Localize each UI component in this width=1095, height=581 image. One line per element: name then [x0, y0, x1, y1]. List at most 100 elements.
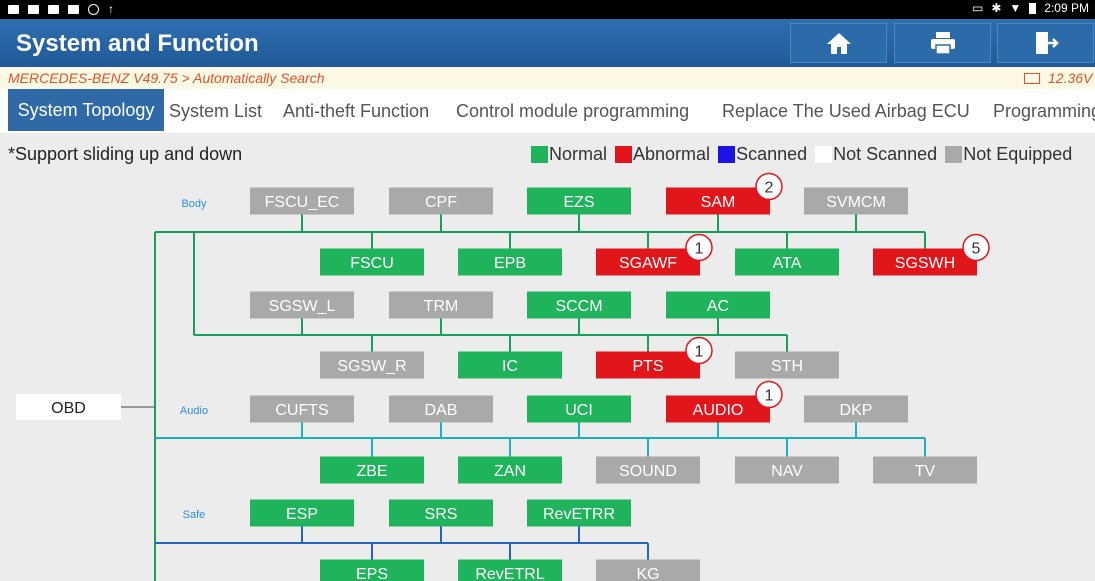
- module-label: IC: [502, 358, 518, 375]
- tab-system-topology[interactable]: System Topology: [8, 89, 164, 131]
- scroll-hint: *Support sliding up and down: [8, 144, 243, 164]
- module-node-audio[interactable]: [666, 395, 770, 423]
- module-label: SCCM: [555, 298, 602, 315]
- module-node-uci[interactable]: [527, 395, 631, 423]
- fault-count-badge: [962, 233, 990, 262]
- module-node-trm[interactable]: [389, 291, 493, 319]
- legend-scanned: Scanned: [718, 144, 807, 165]
- group-label-body: Body: [181, 198, 207, 210]
- module-node-revetrl[interactable]: [458, 559, 562, 581]
- module-node-fscu-ec[interactable]: [250, 187, 354, 215]
- module-node-zbe[interactable]: [320, 456, 424, 484]
- legend-not-scanned: Not Scanned: [815, 144, 937, 165]
- battery-icon: [1029, 2, 1037, 14]
- module-node-dkp[interactable]: [804, 395, 908, 423]
- module-node-cufts[interactable]: [250, 395, 354, 423]
- module-label: SRS: [425, 506, 458, 523]
- upload-icon: ↑: [108, 2, 114, 16]
- fault-count-badge: [685, 233, 713, 262]
- module-node-eps[interactable]: [320, 559, 424, 581]
- exit-icon: [1035, 32, 1059, 54]
- module-label: SGSWH: [895, 255, 955, 272]
- module-node-revetrr[interactable]: [527, 499, 631, 527]
- module-node-nav[interactable]: [735, 456, 839, 484]
- obd-label: OBD: [51, 400, 86, 417]
- module-label: ESP: [286, 506, 318, 523]
- voltage-value: 12.36V: [1048, 70, 1093, 86]
- module-label: STH: [771, 358, 803, 375]
- voltage-readout: 12.36V: [1024, 70, 1092, 86]
- module-node-sgawf[interactable]: [596, 248, 700, 276]
- module-node-sccm[interactable]: [527, 291, 631, 319]
- module-label: SAM: [701, 194, 736, 211]
- video-icon: [48, 4, 59, 14]
- tab-control-module-programming[interactable]: Control module programming: [456, 101, 690, 121]
- exit-button[interactable]: [997, 23, 1094, 63]
- module-node-srs[interactable]: [389, 499, 493, 527]
- tab-replace-used-airbag-ecu[interactable]: Replace The Used Airbag ECU: [722, 101, 970, 121]
- module-node-ic[interactable]: [458, 351, 562, 379]
- title-bar: System and Function: [0, 19, 1095, 67]
- legend: Normal Abnormal Scanned Not Scanned Not …: [531, 144, 1080, 165]
- module-label: ZAN: [494, 463, 526, 480]
- fault-count: 1: [695, 241, 704, 258]
- legend-swatch: [945, 146, 963, 163]
- module-node-kg[interactable]: [596, 559, 700, 581]
- module-node-sam[interactable]: [666, 187, 770, 215]
- fault-count: 1: [765, 388, 774, 405]
- fault-count: 2: [765, 180, 774, 197]
- module-label: ZBE: [356, 463, 387, 480]
- module-label: DAB: [425, 402, 458, 419]
- module-node-zan[interactable]: [458, 456, 562, 484]
- module-node-svmcm[interactable]: [804, 187, 908, 215]
- video-icon: [8, 4, 19, 14]
- obd-node[interactable]: [16, 394, 121, 420]
- module-label: TRM: [424, 298, 459, 315]
- module-node-pts[interactable]: [596, 351, 700, 379]
- module-node-fscu[interactable]: [320, 248, 424, 276]
- module-node-sgswh[interactable]: [873, 248, 977, 276]
- print-button[interactable]: [894, 23, 991, 63]
- module-node-ac[interactable]: [666, 291, 770, 319]
- module-label: PTS: [632, 358, 663, 375]
- home-icon: [826, 33, 851, 54]
- group-label-safe: Safe: [183, 509, 206, 521]
- module-label: TV: [915, 463, 936, 480]
- legend-abnormal: Abnormal: [615, 144, 710, 165]
- module-label: RevETRL: [475, 566, 544, 581]
- page-title: System and Function: [16, 30, 259, 57]
- module-node-esp[interactable]: [250, 499, 354, 527]
- tab-programming[interactable]: Programming: [993, 101, 1095, 121]
- legend-swatch: [615, 146, 633, 163]
- module-node-epb[interactable]: [458, 248, 562, 276]
- module-label: AC: [707, 298, 729, 315]
- tab-system-list[interactable]: System List: [169, 101, 263, 121]
- legend-swatch: [815, 146, 833, 163]
- fault-count: 1: [695, 344, 704, 361]
- legend-not-equipped: Not Equipped: [945, 144, 1072, 165]
- fault-count-badge: [755, 172, 783, 201]
- module-node-sth[interactable]: [735, 351, 839, 379]
- module-node-sgsw-r[interactable]: [320, 351, 424, 379]
- module-node-ata[interactable]: [735, 248, 839, 276]
- module-label: NAV: [771, 463, 803, 480]
- tab-anti-theft-function[interactable]: Anti-theft Function: [283, 101, 430, 121]
- module-node-tv[interactable]: [873, 456, 977, 484]
- module-label: EPB: [494, 255, 526, 272]
- legend-swatch: [531, 146, 548, 163]
- fault-count-badge: [685, 336, 713, 365]
- module-node-sound[interactable]: [596, 456, 700, 484]
- legend-normal: Normal: [531, 144, 607, 165]
- module-label: SGSW_L: [269, 298, 336, 315]
- module-node-dab[interactable]: [389, 395, 493, 423]
- module-label: SOUND: [619, 463, 677, 480]
- module-label: DKP: [840, 402, 873, 419]
- module-label: ATA: [773, 255, 802, 272]
- module-node-cpf[interactable]: [389, 187, 493, 215]
- module-node-ezs[interactable]: [527, 187, 631, 215]
- fault-count: 5: [972, 241, 981, 258]
- module-node-sgsw-l[interactable]: [250, 291, 354, 319]
- module-label: FSCU_EC: [265, 194, 340, 211]
- home-button[interactable]: [790, 23, 887, 63]
- module-label: EZS: [563, 194, 594, 211]
